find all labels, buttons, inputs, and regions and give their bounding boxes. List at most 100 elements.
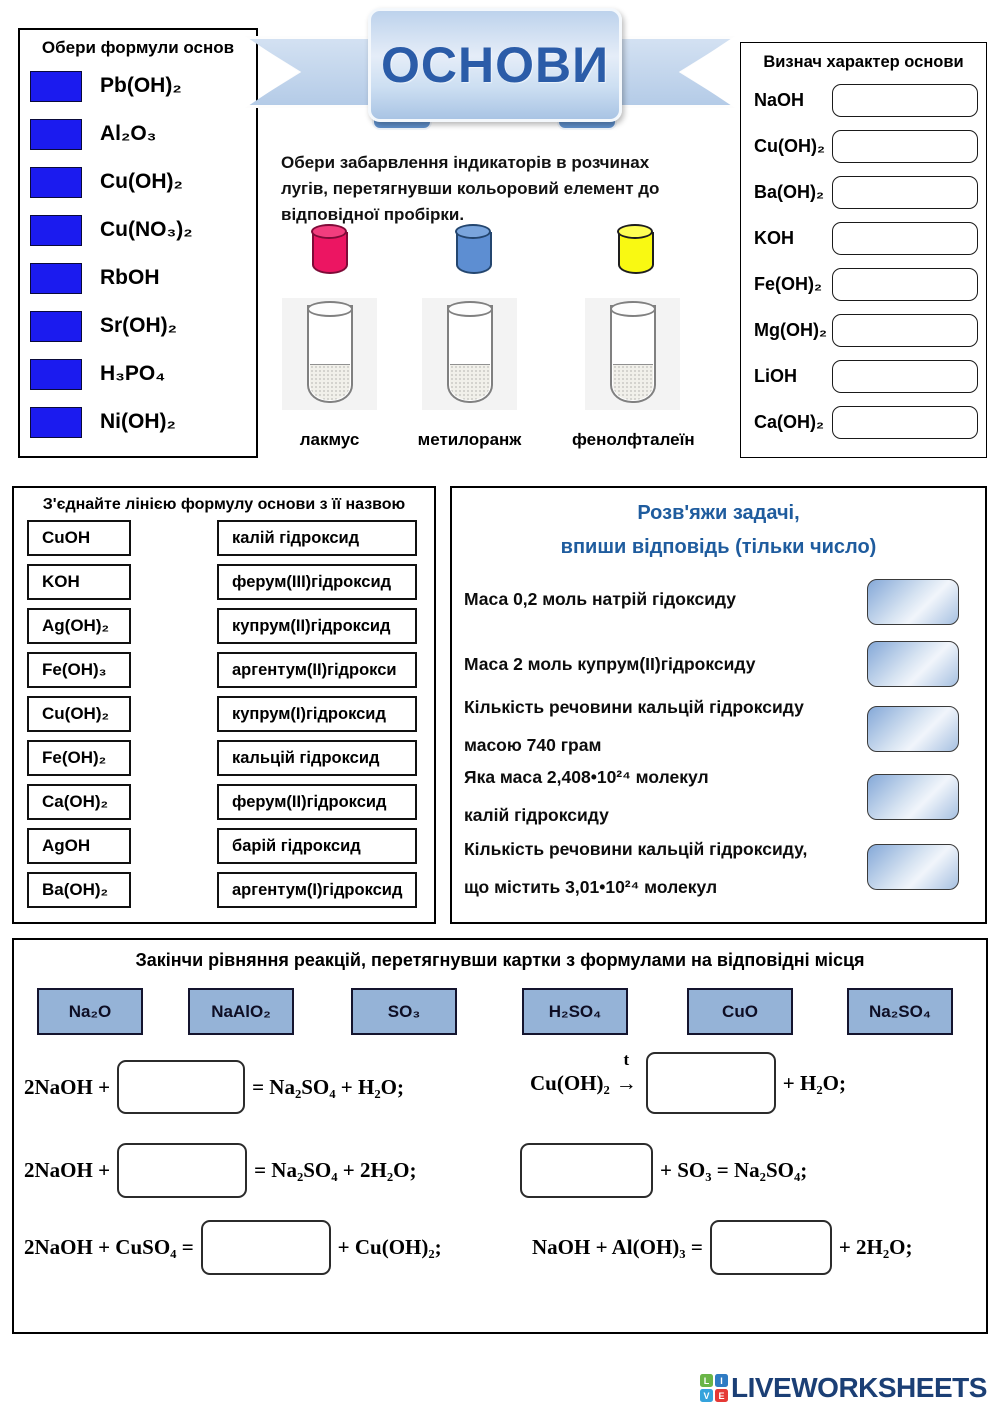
match-name[interactable]: калій гідроксид: [217, 520, 417, 556]
match-name[interactable]: кальцій гідроксид: [217, 740, 417, 776]
match-formula[interactable]: Ca(OH)₂: [27, 784, 131, 820]
test-tube-litmus[interactable]: [306, 301, 353, 403]
character-answer-input[interactable]: [832, 359, 978, 393]
problem-answer-input[interactable]: [867, 641, 959, 687]
temperature-label: t: [623, 1049, 630, 1069]
match-name[interactable]: барій гідроксид: [217, 828, 417, 864]
problem-answer-input[interactable]: [867, 579, 959, 625]
select-bases-title: Обери формули основ: [41, 38, 235, 57]
match-formula[interactable]: AgOH: [27, 828, 131, 864]
character-answer-input[interactable]: [832, 313, 978, 347]
base-character-panel: Визнач характер основи NaOH Cu(OH)₂ Ba(O…: [740, 42, 987, 458]
formula-label: Ni(OH)₂: [100, 410, 176, 433]
test-tube-methylorange[interactable]: [446, 301, 493, 403]
table-row: Fe(OH)₂: [754, 267, 978, 301]
formula-checkbox[interactable]: [30, 214, 82, 246]
color-element-crimson[interactable]: [311, 224, 348, 274]
match-formula[interactable]: Fe(OH)₂: [27, 740, 131, 776]
character-answer-input[interactable]: [832, 130, 978, 164]
formula-label: Pb(OH)₂: [100, 74, 182, 97]
character-answer-input[interactable]: [832, 267, 978, 301]
color-element-yellow[interactable]: [617, 224, 654, 274]
formula-checkbox[interactable]: [30, 406, 82, 438]
match-name[interactable]: аргентум(I)гідроксид: [217, 872, 417, 908]
problem-answer-input[interactable]: [867, 774, 959, 820]
equations-panel: Закінчи рівняння реакцій, перетягнувши к…: [12, 938, 988, 1334]
equation-blank[interactable]: [117, 1143, 248, 1198]
character-answer-input[interactable]: [832, 222, 978, 256]
tube-drop-zone-litmus: [282, 298, 377, 410]
table-row: NaOH: [754, 84, 978, 118]
problem-text: Кількість речовини кальцій гідроксиду,що…: [464, 830, 869, 906]
base-character-title: Визнач характер основи: [763, 53, 964, 71]
equation-blank[interactable]: [200, 1220, 331, 1275]
base-formula: KOH: [754, 228, 794, 249]
character-answer-input[interactable]: [832, 84, 978, 118]
instruction-line: Обери забарвлення індикаторів в розчинах: [281, 153, 650, 172]
test-tube-phenolphthalein[interactable]: [609, 301, 656, 403]
cylinder-top: [311, 224, 347, 239]
table-row: LiOH: [754, 359, 978, 393]
equation-blank[interactable]: [645, 1052, 776, 1114]
matching-title: З'єднайте лінією формулу основи з її наз…: [42, 496, 406, 513]
match-formula[interactable]: Cu(OH)₂: [27, 696, 131, 732]
cylinder-top: [617, 224, 653, 239]
color-element-blue[interactable]: [455, 224, 492, 274]
list-item: Cu(NO₃)₂: [30, 214, 256, 246]
list-item: H₃PO₄: [30, 358, 256, 390]
tube-drop-zone-phenolphthalein: [585, 298, 680, 410]
logo-square-e: E: [715, 1389, 728, 1402]
base-character-rows: NaOH Cu(OH)₂ Ba(OH)₂ KOH Fe(OH)₂ Mg(OH)₂…: [741, 72, 986, 445]
equation-blank[interactable]: [520, 1143, 653, 1198]
match-formula[interactable]: KOH: [27, 564, 131, 600]
match-formula[interactable]: Ag(OH)₂: [27, 608, 131, 644]
select-bases-panel: Обери формули основ Pb(OH)₂ Al₂O₃ Cu(OH)…: [18, 28, 258, 458]
match-formula[interactable]: Fe(OH)₃: [27, 652, 131, 688]
match-name[interactable]: ферум(III)гідроксид: [217, 564, 417, 600]
formula-checkbox[interactable]: [30, 310, 82, 342]
formula-checkbox[interactable]: [30, 166, 82, 198]
base-formula: Fe(OH)₂: [754, 273, 822, 294]
character-answer-input[interactable]: [832, 405, 978, 439]
formula-checkbox[interactable]: [30, 358, 82, 390]
tube-label-litmus: лакмус: [299, 430, 360, 449]
formula-checkbox[interactable]: [30, 70, 82, 102]
instruction-line: лугів, перетягнувши кольоровий елемент д…: [281, 179, 660, 198]
problem-answer-input[interactable]: [867, 844, 959, 890]
logo-square-l: L: [700, 1374, 713, 1387]
equation-blank[interactable]: [117, 1060, 246, 1114]
table-row: KOH: [754, 222, 978, 256]
equation-pre: 2NaOH +: [24, 1158, 111, 1182]
problems-title-line2: впиши відповідь (тільки число): [560, 536, 877, 558]
formula-card[interactable]: Na₂SO₄: [847, 988, 953, 1035]
match-name[interactable]: купрум(I)гідроксид: [217, 696, 417, 732]
formula-checkbox[interactable]: [30, 262, 82, 294]
character-answer-input[interactable]: [832, 176, 978, 210]
base-formula: Ba(OH)₂: [754, 182, 824, 203]
equation-pre: 2NaOH + CuSO₄ =: [24, 1235, 194, 1259]
equation-blank[interactable]: [709, 1220, 832, 1275]
problem-answer-input[interactable]: [867, 706, 959, 752]
problems-panel: Розв'яжи задачі, впиши відповідь (тільки…: [450, 486, 987, 924]
formula-card[interactable]: H₂SO₄: [522, 988, 628, 1035]
formula-card[interactable]: NaAlO₂: [188, 988, 294, 1035]
table-row: Cu(OH)₂: [754, 130, 978, 164]
match-name[interactable]: купрум(II)гідроксид: [217, 608, 417, 644]
formula-card[interactable]: Na₂O: [37, 988, 143, 1035]
match-name[interactable]: ферум(II)гідроксид: [217, 784, 417, 820]
table-row: Ba(OH)₂: [754, 176, 978, 210]
formula-card[interactable]: CuO: [687, 988, 793, 1035]
problem-line: Маса 0,2 моль натрій гідоксиду: [464, 589, 737, 609]
liveworksheets-logo[interactable]: L I V E LIVEWORKSHEETS: [700, 1372, 987, 1404]
formula-checkbox[interactable]: [30, 118, 82, 150]
formula-card[interactable]: SO₃: [351, 988, 457, 1035]
select-bases-rows: Pb(OH)₂ Al₂O₃ Cu(OH)₂ Cu(NO₃)₂ RbOH Sr(O…: [20, 58, 256, 446]
base-formula: Cu(OH)₂: [754, 136, 825, 157]
equation: + SO₃ = Na₂SO₄;: [520, 1143, 807, 1198]
match-name[interactable]: аргентум(II)гідрокси: [217, 652, 417, 688]
instruction-line: відповідної пробірки.: [281, 205, 465, 224]
match-formula[interactable]: Ba(OH)₂: [27, 872, 131, 908]
match-formula[interactable]: CuOH: [27, 520, 131, 556]
